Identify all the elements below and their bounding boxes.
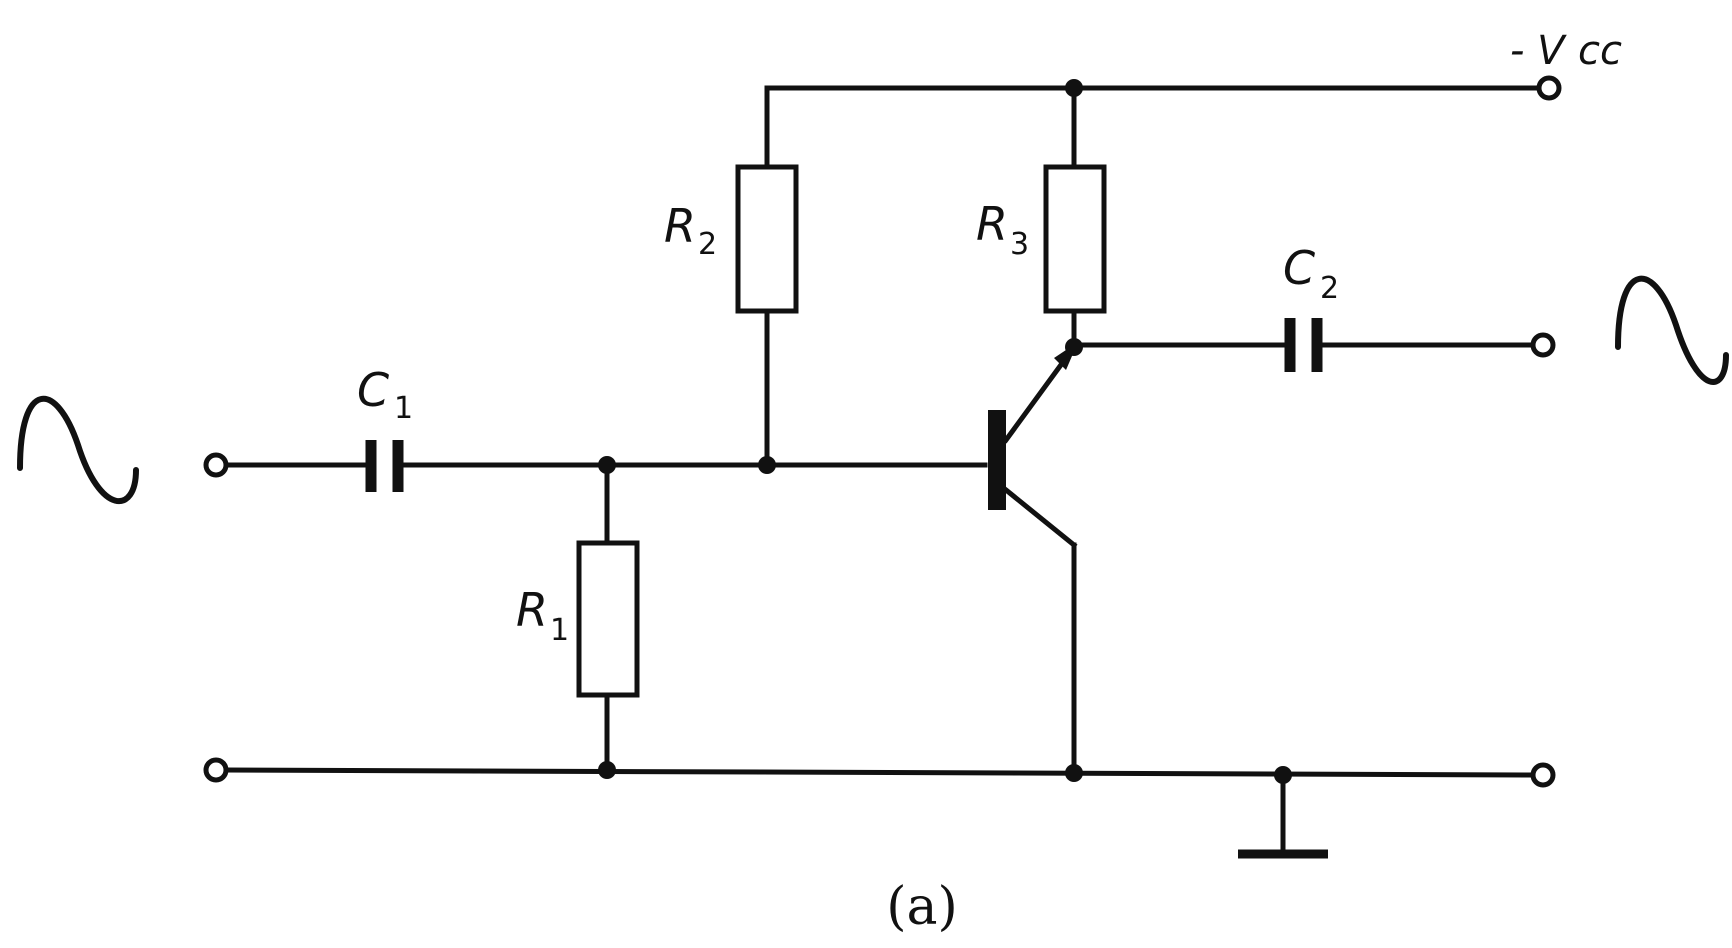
supply-terminal [1536, 75, 1562, 101]
svg-text:1: 1 [550, 613, 569, 648]
label-c2: C 2 [1283, 241, 1339, 306]
svg-text:2: 2 [698, 227, 717, 262]
svg-text:R: R [976, 197, 1008, 251]
figure-caption: (a) [886, 877, 958, 937]
resistor-r1 [576, 462, 640, 773]
output-terminal-bottom [1530, 762, 1556, 788]
svg-text:cc: cc [1578, 28, 1622, 74]
svg-text:R: R [516, 583, 548, 637]
input-signal-icon [17, 396, 139, 505]
svg-text:3: 3 [1010, 227, 1029, 262]
svg-text:- V: - V [1510, 28, 1567, 74]
input-terminal-bottom [203, 757, 229, 783]
resistor-r3 [1043, 164, 1107, 350]
label-c1: C 1 [357, 363, 413, 426]
svg-text:1: 1 [394, 391, 413, 426]
supply-rail [764, 75, 1562, 170]
label-r3: R 3 [976, 197, 1029, 262]
svg-text:C: C [357, 363, 389, 417]
input-wiring [203, 440, 988, 492]
input-terminal-top [203, 452, 229, 478]
label-r1: R 1 [516, 583, 569, 648]
svg-text:R: R [664, 199, 696, 253]
output-terminal-top [1530, 332, 1556, 358]
resistor-r2 [735, 164, 799, 466]
svg-text:2: 2 [1320, 271, 1339, 306]
transistor [988, 342, 1078, 776]
output-wiring [1065, 318, 1556, 372]
ground-rail [203, 757, 1556, 859]
svg-text:C: C [1283, 241, 1315, 295]
label-r2: R 2 [664, 199, 717, 262]
output-signal-icon [1615, 275, 1729, 385]
label-supply: - V cc [1510, 28, 1622, 74]
